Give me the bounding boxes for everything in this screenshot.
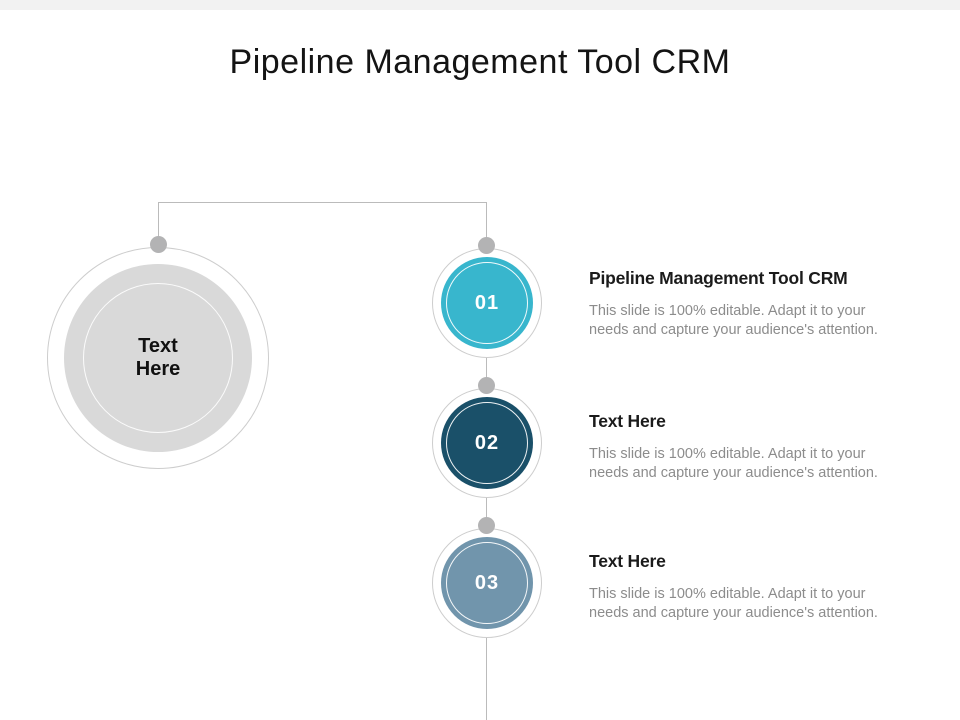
connector-dot-feature [150,236,167,253]
connector-dot-step1 [478,237,495,254]
top-strip [0,0,960,10]
step-circle-01-ring [446,262,528,344]
connector-dot-step2 [478,377,495,394]
step-circle-01: 01 [432,248,542,358]
step-heading-02: Text Here [589,411,666,431]
step-body-02: This slide is 100% editable. Adapt it to… [589,446,878,481]
step-circle-02-ring [446,402,528,484]
connector-line-vertical-left [158,202,159,240]
step-circle-03: 03 [432,528,542,638]
step-circle-03-fill: 03 [441,537,533,629]
step-body-01: This slide is 100% editable. Adapt it to… [589,303,878,338]
step-circle-01-fill: 01 [441,257,533,349]
step-heading-03: Text Here [589,551,666,571]
feature-circle-label: Text Here [135,335,181,380]
connector-line-horizontal [158,202,487,203]
step-text-block-01: Pipeline Management Tool CRM This slide … [589,268,899,340]
step-number-03: 03 [474,571,500,594]
step-body-03: This slide is 100% editable. Adapt it to… [589,586,878,621]
step-number-02: 02 [474,431,500,454]
connector-dot-step3 [478,517,495,534]
feature-circle-ring [83,283,233,433]
feature-circle-fill: Text Here [64,264,252,452]
step-circle-02-fill: 02 [441,397,533,489]
step-circle-02: 02 [432,388,542,498]
slide-title: Pipeline Management Tool CRM [229,42,731,81]
step-text-block-02: Text Here This slide is 100% editable. A… [589,411,899,483]
step-text-block-03: Text Here This slide is 100% editable. A… [589,551,899,623]
step-number-01: 01 [474,291,500,314]
step-heading-01: Pipeline Management Tool CRM [589,268,848,288]
step-circle-03-ring [446,542,528,624]
feature-circle: Text Here [47,247,269,469]
